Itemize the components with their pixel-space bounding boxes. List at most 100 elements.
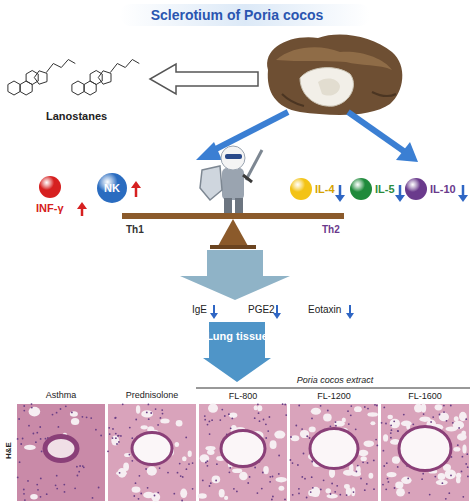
sphere xyxy=(405,178,427,200)
alveolus xyxy=(136,405,140,413)
nucleus-dot xyxy=(112,437,114,439)
ring-bond xyxy=(72,81,84,95)
alveolus xyxy=(175,442,180,447)
nucleus-dot xyxy=(467,476,469,478)
nucleus-dot xyxy=(312,487,314,489)
alveolus xyxy=(300,430,309,438)
alveolus xyxy=(29,407,41,417)
nucleus-dot xyxy=(347,410,349,412)
alveolus xyxy=(395,481,403,488)
nucleus-dot xyxy=(257,403,259,405)
text-label: Lanostanes xyxy=(46,110,107,122)
alveolus xyxy=(388,415,393,419)
nucleus-dot xyxy=(161,409,163,411)
alveolus xyxy=(70,411,78,416)
nucleus-dot xyxy=(284,404,286,406)
decrease-arrows xyxy=(210,305,354,319)
alveolus xyxy=(439,413,449,422)
nucleus-dot xyxy=(192,462,194,464)
nucleus-dot xyxy=(292,494,294,496)
alveolus xyxy=(309,427,316,433)
airway-wall xyxy=(132,433,172,465)
alveolus xyxy=(291,435,300,441)
alveolus xyxy=(239,472,248,481)
nucleus-dot xyxy=(186,468,188,470)
nucleus-dot xyxy=(269,476,271,478)
nucleus-dot xyxy=(327,410,329,412)
nucleus-dot xyxy=(77,475,79,477)
alveolus xyxy=(206,446,216,450)
nucleus-dot xyxy=(355,428,357,430)
alveolus xyxy=(387,472,397,477)
alveolus xyxy=(180,489,187,499)
nucleus-dot xyxy=(292,462,294,464)
nucleus-dot xyxy=(148,418,150,420)
nucleus-dot xyxy=(390,432,392,434)
nucleus-dot xyxy=(160,417,162,419)
nucleus-dot xyxy=(385,488,387,490)
nucleus-dot xyxy=(346,494,348,496)
nucleus-dot xyxy=(23,410,25,412)
alveolus xyxy=(326,488,331,493)
nucleus-dot xyxy=(450,405,452,407)
nucleus-dot xyxy=(360,478,362,480)
alveolus xyxy=(147,466,157,475)
nucleus-dot xyxy=(82,465,84,467)
nucleus-dot xyxy=(185,437,187,439)
change-arrow-head xyxy=(335,195,345,202)
alveolus xyxy=(438,473,446,480)
nucleus-dot xyxy=(233,488,235,490)
alveolus xyxy=(401,421,412,427)
nucleus-dot xyxy=(31,403,33,405)
nucleus-dot xyxy=(115,433,117,435)
nucleus-dot xyxy=(60,408,62,410)
alveolus xyxy=(401,477,411,484)
nucleus-dot xyxy=(92,497,94,499)
text-label: FL-1600 xyxy=(381,391,469,401)
nucleus-dot xyxy=(18,418,20,420)
nucleus-dot xyxy=(229,467,231,469)
nucleus-dot xyxy=(301,476,303,478)
text-label: FL-800 xyxy=(199,391,287,401)
effect-arrows xyxy=(196,112,418,162)
nucleus-dot xyxy=(381,422,383,424)
nucleus-dot xyxy=(262,472,264,474)
nucleus-dot xyxy=(122,403,124,405)
nucleus-dot xyxy=(394,487,396,489)
text-label: Th1 xyxy=(126,224,144,235)
alveolus xyxy=(71,418,79,425)
nucleus-dot xyxy=(20,443,22,445)
alveolus xyxy=(327,494,338,499)
cytokine-node: IL-10 xyxy=(403,175,471,210)
nucleus-dot xyxy=(386,462,388,464)
nucleus-dot xyxy=(204,419,206,421)
node-label: IL-10 xyxy=(430,183,456,195)
nucleus-dot xyxy=(466,453,468,455)
node-label: Lung tissue xyxy=(203,330,271,343)
sphere-symbol xyxy=(94,171,154,211)
nucleus-dot xyxy=(90,417,92,419)
nucleus-dot xyxy=(397,466,399,468)
nucleus-dot xyxy=(46,493,48,495)
nucleus-dot xyxy=(36,432,38,434)
nucleus-dot xyxy=(339,494,341,496)
nucleus-dot xyxy=(385,423,387,425)
nucleus-dot xyxy=(267,430,269,432)
alveolus xyxy=(212,476,221,484)
alveolus xyxy=(30,494,38,499)
nucleus-dot xyxy=(376,405,378,407)
cytokine-node: INF-γ xyxy=(30,172,102,222)
nucleus-dot xyxy=(367,408,369,410)
nucleus-dot xyxy=(461,471,463,473)
nucleus-dot xyxy=(304,478,306,480)
ring-bond xyxy=(90,71,102,85)
nucleus-dot xyxy=(209,421,211,423)
airway-lumen xyxy=(132,433,172,465)
nucleus-dot xyxy=(155,408,157,410)
alveolus xyxy=(182,456,187,461)
nucleus-dot xyxy=(31,407,33,409)
nucleus-dot xyxy=(23,405,25,407)
nucleus-dot xyxy=(297,464,299,466)
nucleus-dot xyxy=(115,417,117,419)
nucleus-dot xyxy=(448,492,450,494)
